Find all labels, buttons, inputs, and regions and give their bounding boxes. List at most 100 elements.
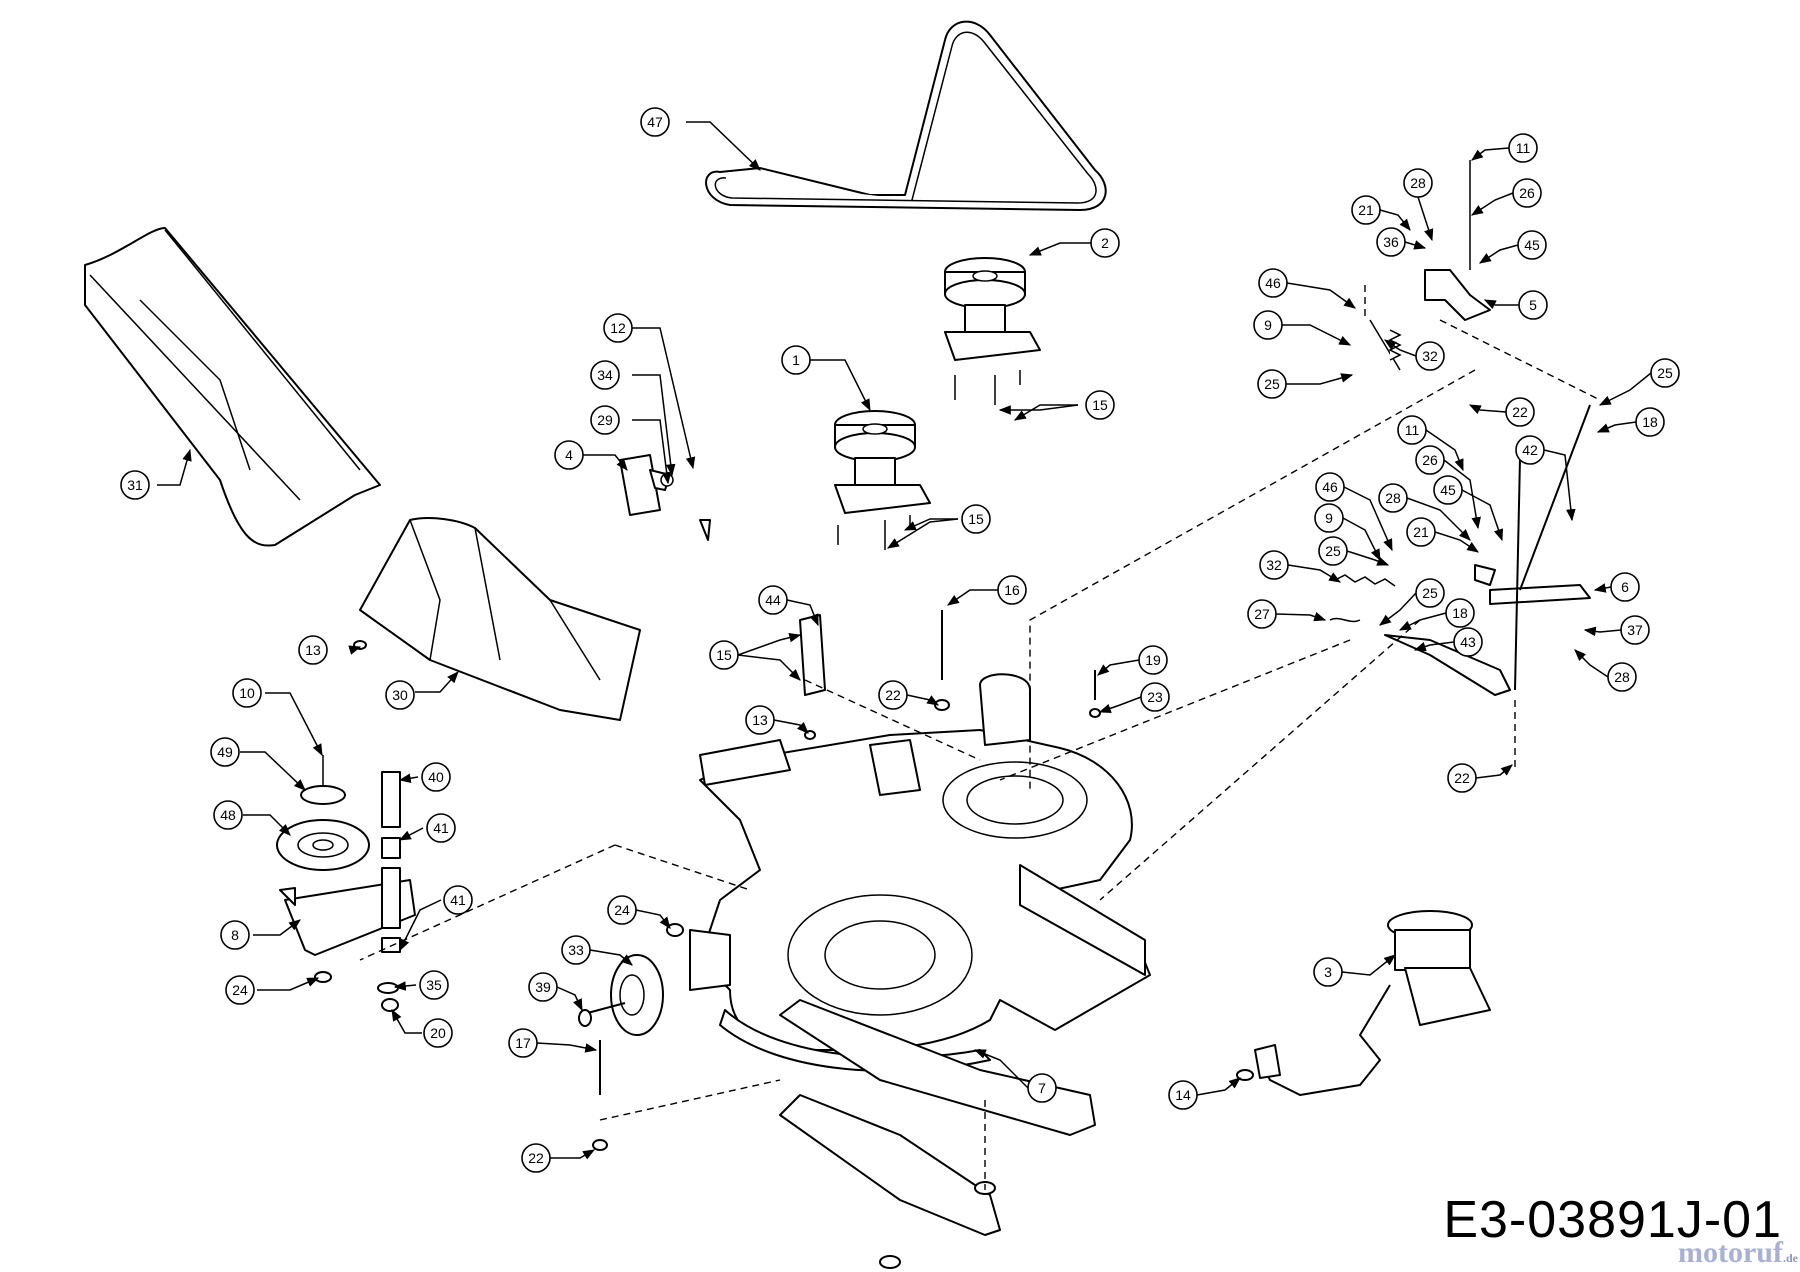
svg-text:12: 12 (610, 320, 626, 336)
spindle-assembly-illustration (944, 257, 1041, 405)
svg-text:18: 18 (1452, 605, 1468, 621)
drawing-code-label: E3-03891J-01 (1443, 1191, 1782, 1249)
svg-text:20: 20 (430, 1025, 446, 1041)
svg-text:49: 49 (217, 744, 233, 760)
mower-blade-illustration (779, 999, 1096, 1269)
svg-text:41: 41 (450, 892, 466, 908)
svg-text:22: 22 (1454, 770, 1470, 786)
leader-lines-extra (536, 147, 1652, 1160)
discharge-chute-illustration (84, 227, 381, 547)
callout-25: 25 (1415, 578, 1445, 608)
svg-text:23: 23 (1147, 689, 1163, 705)
callout-28: 28 (1607, 662, 1637, 692)
callout-22: 22 (1505, 397, 1535, 427)
hardware-illustration (353, 519, 1101, 1151)
callout-45: 45 (1433, 475, 1463, 505)
svg-text:2: 2 (1101, 235, 1109, 251)
callout-46: 46 (1315, 472, 1345, 502)
callout-7: 7 (1027, 1073, 1057, 1103)
svg-text:18: 18 (1642, 414, 1658, 430)
callout-9: 9 (1314, 503, 1344, 533)
callout-33: 33 (561, 935, 591, 965)
svg-text:4: 4 (565, 447, 573, 463)
callout-11: 11 (1508, 133, 1538, 163)
callout-11: 11 (1397, 415, 1427, 445)
svg-text:11: 11 (1405, 422, 1420, 438)
callout-37: 37 (1620, 615, 1650, 645)
svg-text:40: 40 (428, 769, 444, 785)
callout-20: 20 (423, 1018, 453, 1048)
callout-14: 14 (1168, 1080, 1198, 1110)
idler-pulley-illustration (276, 755, 416, 1012)
svg-text:26: 26 (1519, 185, 1535, 201)
callout-15: 15 (961, 504, 991, 534)
callout-10: 10 (232, 678, 262, 708)
svg-text:13: 13 (305, 642, 321, 658)
svg-text:15: 15 (716, 647, 732, 663)
callout-44: 44 (758, 585, 788, 615)
callout-6: 6 (1610, 572, 1640, 602)
svg-text:17: 17 (515, 1035, 531, 1051)
svg-text:26: 26 (1422, 452, 1438, 468)
svg-text:42: 42 (1522, 442, 1538, 458)
svg-text:35: 35 (426, 977, 442, 993)
svg-text:46: 46 (1265, 275, 1281, 291)
svg-text:3: 3 (1324, 964, 1332, 980)
svg-text:9: 9 (1264, 317, 1272, 333)
callout-47: 47 (640, 107, 670, 137)
callout-17: 17 (508, 1028, 538, 1058)
svg-text:8: 8 (231, 927, 239, 943)
svg-text:25: 25 (1264, 376, 1280, 392)
mower-deck-illustration (699, 673, 1151, 1072)
svg-text:33: 33 (568, 942, 584, 958)
svg-text:36: 36 (1383, 234, 1399, 250)
svg-text:37: 37 (1627, 622, 1643, 638)
callout-1: 1 (781, 345, 811, 375)
callout-12: 12 (603, 313, 633, 343)
svg-text:9: 9 (1325, 510, 1333, 526)
callout-39: 39 (528, 972, 558, 1002)
svg-text:28: 28 (1385, 490, 1401, 506)
callout-25: 25 (1257, 369, 1287, 399)
callout-35: 35 (419, 970, 449, 1000)
callout-3: 3 (1313, 957, 1343, 987)
callout-18: 18 (1445, 598, 1475, 628)
svg-text:45: 45 (1440, 482, 1456, 498)
svg-text:13: 13 (752, 712, 768, 728)
svg-text:22: 22 (1512, 404, 1528, 420)
gauge-wheel-illustration (578, 923, 731, 1036)
svg-text:31: 31 (127, 477, 143, 493)
svg-text:21: 21 (1358, 202, 1374, 218)
svg-text:27: 27 (1254, 606, 1270, 622)
svg-text:5: 5 (1529, 297, 1537, 313)
svg-text:29: 29 (597, 412, 613, 428)
svg-text:19: 19 (1145, 652, 1161, 668)
svg-text:15: 15 (1092, 397, 1108, 413)
callout-2: 2 (1090, 228, 1120, 258)
callout-41: 41 (426, 813, 456, 843)
callout-13: 13 (745, 705, 775, 735)
svg-text:41: 41 (433, 820, 449, 836)
svg-text:25: 25 (1422, 585, 1438, 601)
idler-arm-illustration (1369, 160, 1491, 371)
svg-text:24: 24 (232, 982, 248, 998)
callout-22: 22 (1447, 763, 1477, 793)
callout-49: 49 (210, 737, 240, 767)
callout-28: 28 (1378, 483, 1408, 513)
callout-5: 5 (1518, 290, 1548, 320)
svg-text:11: 11 (1516, 140, 1531, 156)
callout-13: 13 (298, 635, 328, 665)
svg-text:30: 30 (392, 687, 408, 703)
callout-24: 24 (225, 975, 255, 1005)
callout-22: 22 (521, 1143, 551, 1173)
callout-29: 29 (590, 405, 620, 435)
callout-23: 23 (1140, 682, 1170, 712)
svg-text:47: 47 (647, 114, 663, 130)
callout-9: 9 (1253, 310, 1283, 340)
callout-32: 32 (1259, 550, 1289, 580)
svg-text:28: 28 (1410, 175, 1426, 191)
callout-32: 32 (1415, 341, 1445, 371)
svg-text:1: 1 (792, 352, 800, 368)
callout-27: 27 (1247, 599, 1277, 629)
